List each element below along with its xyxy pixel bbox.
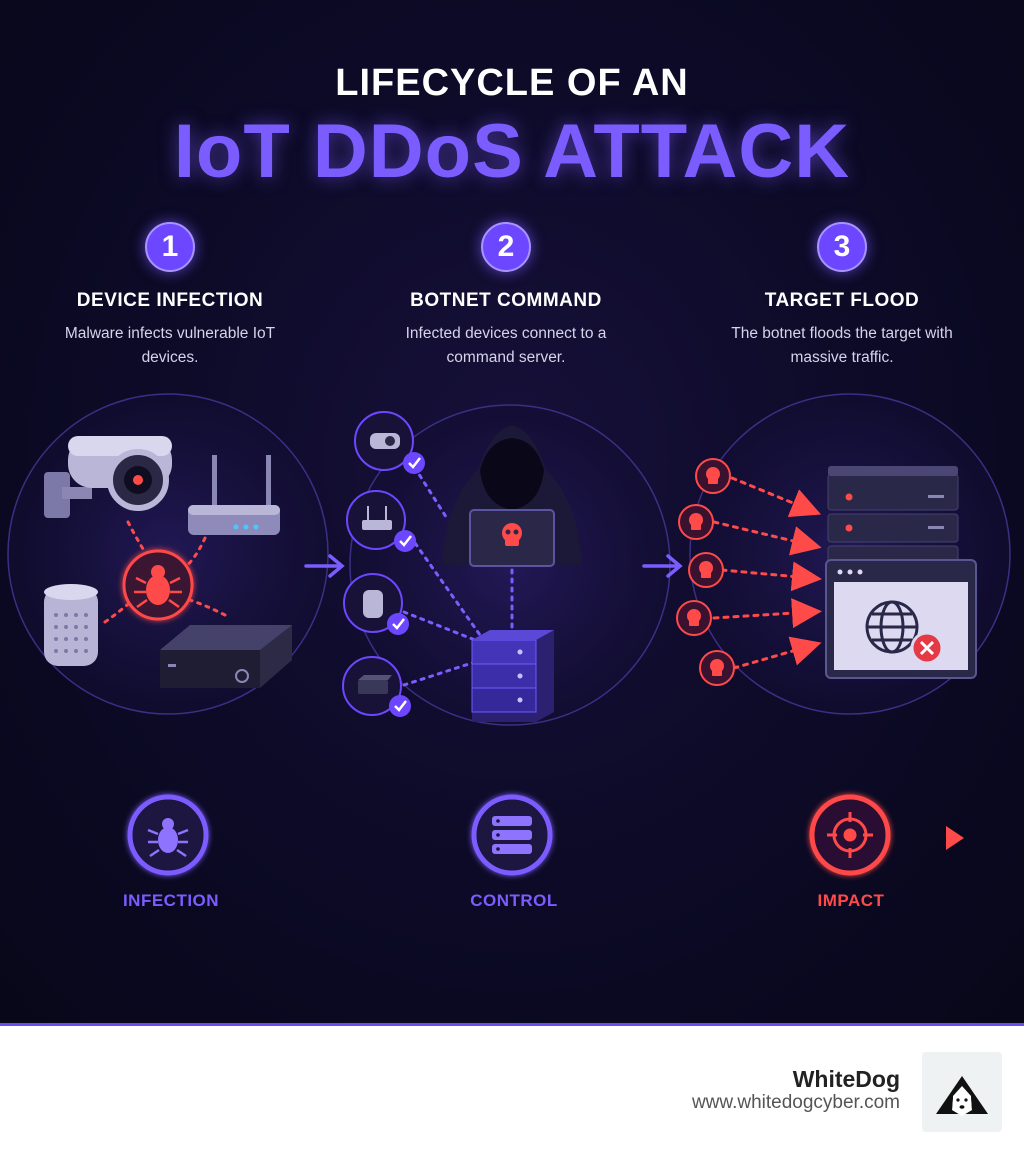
browser-window-icon xyxy=(825,559,977,679)
timeline-label-control: CONTROL xyxy=(470,891,558,910)
infographic-poster: LIFECYCLE OF AN IoT DDoS ATTACK 1 DEVICE… xyxy=(0,0,1024,1024)
command-server-icon xyxy=(471,630,554,722)
step-2-title: BOTNET COMMAND xyxy=(410,290,602,311)
step-2-number: 2 xyxy=(481,222,531,272)
title-line-2: IoT DDoS ATTACK xyxy=(173,109,851,194)
step-2-description: Infected devices connect to a command se… xyxy=(405,325,607,366)
bug-icon xyxy=(147,818,189,858)
botnet-skull-nodes xyxy=(676,458,735,686)
diagram-illustration xyxy=(7,393,1011,876)
target-server-icon xyxy=(827,466,959,567)
timeline-impact-node xyxy=(809,794,891,876)
skull-icon xyxy=(695,458,731,494)
timeline-infection-node xyxy=(127,794,209,876)
bug-icon xyxy=(122,549,194,621)
skull-icon xyxy=(676,600,712,636)
infected-router-node xyxy=(346,490,416,552)
skull-icon xyxy=(502,523,522,546)
check-icon xyxy=(389,695,411,717)
infected-camera-node xyxy=(354,411,425,474)
server-icon xyxy=(492,816,532,854)
timeline-arrowhead xyxy=(946,826,964,850)
brand-url[interactable]: www.whitedogcyber.com xyxy=(691,1092,900,1113)
check-icon xyxy=(403,452,425,474)
skull-icon xyxy=(678,504,714,540)
hacker-icon xyxy=(442,426,582,567)
speaker-icon xyxy=(44,584,98,666)
step-3-description: The botnet floods the target with massiv… xyxy=(731,325,953,366)
infected-box-node xyxy=(342,656,411,717)
step-1-description: Malware infects vulnerable IoT devices. xyxy=(64,325,276,366)
step-3: 3 TARGET FLOOD The botnet floods the tar… xyxy=(692,222,992,370)
error-icon xyxy=(910,631,944,665)
check-icon xyxy=(387,613,409,635)
set-top-box-icon xyxy=(160,625,292,688)
timeline-label-impact: IMPACT xyxy=(817,891,885,910)
timeline-label-infection: INFECTION xyxy=(122,891,220,910)
router-icon xyxy=(188,455,280,535)
check-icon xyxy=(394,530,416,552)
arrow-1-to-2 xyxy=(304,554,345,578)
brand-name: WhiteDog xyxy=(792,1066,900,1092)
step-1-number: 1 xyxy=(145,222,195,272)
step-1-title: DEVICE INFECTION xyxy=(76,290,264,311)
footer: WhiteDog www.whitedogcyber.com xyxy=(0,1026,1024,1154)
infected-speaker-node xyxy=(343,573,409,635)
camera-icon xyxy=(44,436,172,518)
skull-icon xyxy=(688,552,724,588)
step-2: 2 BOTNET COMMAND Infected devices connec… xyxy=(356,222,656,370)
timeline-control-node xyxy=(471,794,553,876)
dog-logo-icon xyxy=(922,1052,1002,1132)
step-3-title: TARGET FLOOD xyxy=(764,290,920,311)
title-line-1: LIFECYCLE OF AN xyxy=(335,62,689,104)
poster-bottom-border xyxy=(0,1023,1024,1026)
step-3-number: 3 xyxy=(817,222,867,272)
globe-icon xyxy=(865,600,919,654)
arrow-2-to-3 xyxy=(642,554,683,578)
step-1: 1 DEVICE INFECTION Malware infects vulne… xyxy=(20,222,320,370)
crosshair-icon xyxy=(827,812,873,858)
skull-icon xyxy=(699,650,735,686)
